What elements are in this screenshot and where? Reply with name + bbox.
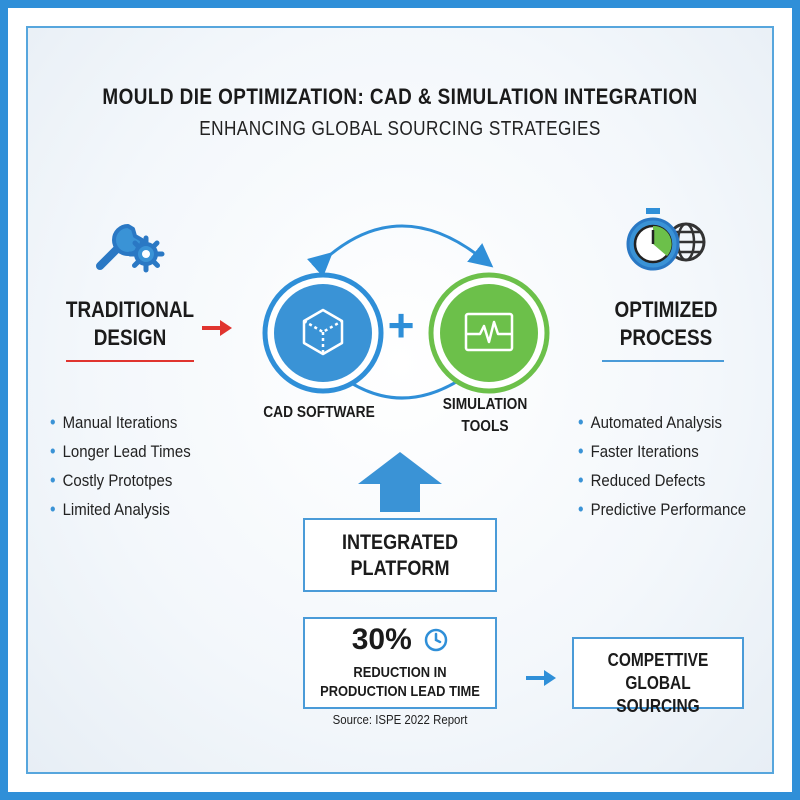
stat-line2: PRODUCTION LEAD TIME: [320, 683, 480, 700]
competitive-sourcing-box: COMPETTIVE GLOBAL SOURCING: [572, 637, 744, 716]
cube-icon: [302, 308, 344, 356]
cad-software-label: CAD SOFTWARE: [263, 404, 375, 421]
traditional-list: •Manual Iterations •Longer Lead Times •C…: [50, 408, 250, 524]
list-item: •Costly Prototpes: [50, 470, 173, 490]
list-item: •Manual Iterations: [50, 412, 178, 432]
simulation-label-line1: SIMULATION: [442, 396, 528, 413]
stat-line1: REDUCTION IN: [353, 664, 447, 681]
traditional-heading-line2: DESIGN: [93, 325, 167, 350]
waveform-icon: [464, 312, 514, 352]
clock-icon: [425, 628, 448, 652]
list-item: •Faster Iterations: [578, 441, 699, 461]
simulation-label-line2: TOOLS: [461, 418, 509, 435]
up-arrow-icon: [358, 452, 442, 512]
traditional-underline: [66, 360, 194, 362]
simulation-tools-label: SIMULATION TOOLS: [429, 394, 541, 438]
optimized-heading-line1: OPTIMIZED: [614, 297, 718, 322]
bullet-icon: •: [578, 441, 584, 461]
optimized-list: •Automated Analysis •Faster Iterations •…: [578, 408, 778, 524]
source-citation: Source: ISPE 2022 Report: [332, 712, 468, 727]
bullet-icon: •: [578, 470, 584, 490]
bullet-icon: •: [50, 499, 56, 519]
bullet-icon: •: [50, 441, 56, 461]
red-arrow-icon: [202, 320, 232, 336]
stopwatch-globe-icon: [626, 208, 706, 271]
stat-box: 30% REDUCTION IN PRODUCTION LEAD TIME: [303, 617, 497, 709]
bullet-icon: •: [578, 412, 584, 432]
list-item: •Longer Lead Times: [50, 441, 191, 461]
list-item: •Predictive Performance: [578, 499, 747, 519]
optimized-underline: [602, 360, 724, 362]
blue-arrow-icon: [526, 670, 556, 686]
bullet-icon: •: [50, 470, 56, 490]
simulation-tools-circle: [428, 272, 550, 394]
platform-line2: PLATFORM: [350, 557, 450, 580]
bullet-icon: •: [50, 412, 56, 432]
stat-value: 30%: [351, 623, 412, 656]
cad-software-circle: [262, 272, 384, 394]
list-item: •Reduced Defects: [578, 470, 706, 490]
list-item: •Limited Analysis: [50, 499, 170, 519]
plus-sign: +: [387, 299, 415, 351]
optimized-heading-line2: PROCESS: [619, 325, 713, 350]
page-title: MOULD DIE OPTIMIZATION: CAD & SIMULATION…: [102, 84, 698, 109]
traditional-heading-line1: TRADITIONAL: [65, 297, 195, 322]
optimized-process-heading: OPTIMIZED PROCESS: [597, 296, 735, 352]
integrated-platform-box: INTEGRATED PLATFORM: [303, 518, 497, 592]
outcome-line1: COMPETTIVE: [607, 650, 709, 670]
outcome-line2: GLOBAL SOURCING: [616, 673, 700, 716]
list-item: •Automated Analysis: [578, 412, 722, 432]
platform-line1: INTEGRATED: [341, 531, 459, 554]
page-subtitle: ENHANCING GLOBAL SOURCING STRATEGIES: [199, 118, 601, 140]
wrench-gear-icon: [96, 224, 165, 273]
bullet-icon: •: [578, 499, 584, 519]
traditional-design-heading: TRADITIONAL DESIGN: [61, 296, 199, 352]
